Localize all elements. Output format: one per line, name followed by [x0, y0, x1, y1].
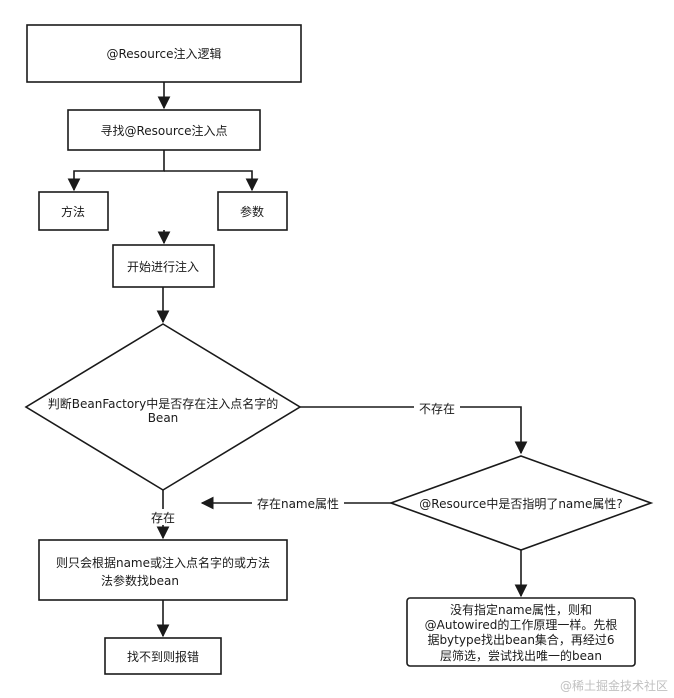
node-judge-bean: 判断BeanFactory中是否存在注入点名字的 Bean — [24, 323, 302, 491]
node-param-label: 参数 — [240, 204, 264, 219]
edge-find-to-param — [164, 170, 259, 192]
node-judge-bean-label-1: 判断BeanFactory中是否存在注入点名字的 — [48, 396, 278, 411]
node-by-name-label-2: 法参数找bean — [101, 573, 179, 588]
edge-not-exist-label-bg — [414, 400, 460, 416]
edge-not-exist-label: 不存在 — [419, 402, 455, 416]
edge-has-name-label-bg — [252, 495, 344, 511]
edge-exist-label-bg — [147, 509, 179, 525]
node-by-name: 则只会根据name或注入点名字的或方法 法参数找bean — [38, 539, 288, 601]
watermark: @稀土掘金技术社区 — [559, 679, 668, 693]
node-name-check-label: @Resource中是否指明了name属性? — [419, 496, 622, 511]
edge-exist-label: 存在 — [151, 511, 175, 525]
node-no-name: 没有指定name属性，则和 @Autowired的工作原理一样。先根 据byty… — [406, 597, 636, 667]
node-param: 参数 — [217, 191, 288, 231]
node-find-point: 寻找@Resource注入点 — [67, 109, 261, 151]
edge-not-exist — [300, 406, 528, 455]
node-start-inject-label: 开始进行注入 — [127, 259, 199, 274]
node-name-check: @Resource中是否指明了name属性? — [388, 455, 654, 551]
node-by-name-label-1: 则只会根据name或注入点名字的或方法 — [56, 555, 270, 570]
node-method-label: 方法 — [61, 204, 85, 219]
edge-find-to-method — [67, 150, 165, 192]
node-no-name-label-3: 据bytype找出bean集合，再经过6 — [427, 632, 614, 647]
node-resource-logic: @Resource注入逻辑 — [26, 24, 302, 83]
node-start-inject: 开始进行注入 — [112, 244, 215, 288]
edge-has-name-label: 存在name属性 — [257, 497, 339, 511]
node-find-point-label: 寻找@Resource注入点 — [100, 123, 227, 138]
node-no-name-label-1: 没有指定name属性，则和 — [450, 602, 592, 617]
node-resource-logic-label: @Resource注入逻辑 — [106, 46, 221, 61]
node-no-name-label-2: @Autowired的工作原理一样。先根 — [425, 617, 618, 632]
node-judge-bean-label-2: Bean — [148, 411, 179, 425]
node-no-name-label-4: 层筛选，尝试找出唯一的bean — [440, 648, 602, 663]
node-method: 方法 — [38, 191, 109, 231]
node-not-found: 找不到则报错 — [104, 637, 222, 675]
node-not-found-label: 找不到则报错 — [127, 649, 199, 664]
